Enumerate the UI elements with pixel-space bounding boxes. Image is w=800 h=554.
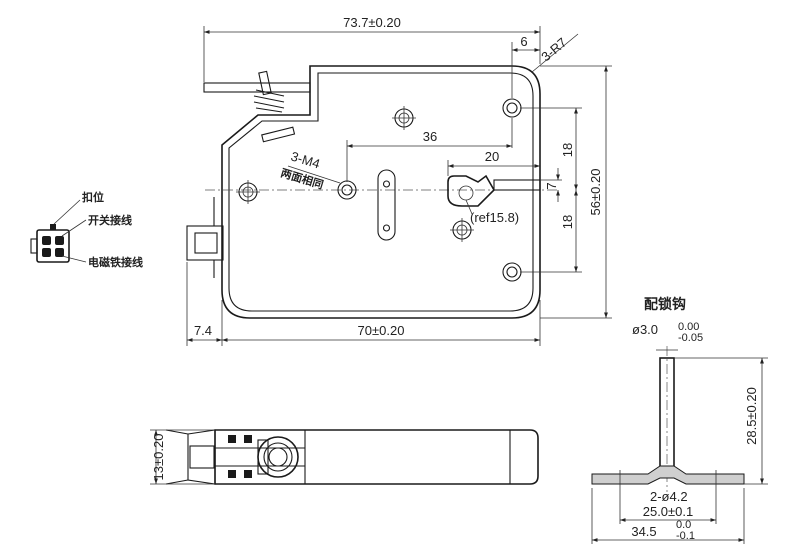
shaft-dia: ø3.0 [632, 322, 658, 337]
switch-wire-label: 开关接线 [88, 213, 132, 227]
hole-spacing: 25.0±0.1 [643, 504, 694, 519]
latch-hook [447, 174, 495, 207]
main-view: 73.7±0.20 6 3-R7 56±0.20 18 18 7 36 [186, 15, 612, 346]
both-sides-same-label: 两面相同 [279, 165, 325, 191]
dim-overall-width: 73.7±0.20 [343, 15, 401, 30]
side-view: 13±0.20 [150, 429, 539, 485]
lock-plate-outline [221, 65, 541, 319]
dim-radius: 3-R7 [538, 35, 569, 65]
dim-ref: (ref15.8) [470, 210, 519, 225]
screw-hole-center [450, 218, 474, 242]
shaft-tol-lower: -0.05 [678, 332, 703, 344]
pin-height: 28.5±0.20 [744, 387, 759, 445]
latch-bolt [493, 179, 541, 191]
dim-hole-spacing-36: 36 [423, 129, 437, 144]
dim-pin-offset-20: 20 [485, 149, 499, 164]
dim-vertical-18-top: 18 [560, 143, 575, 157]
spring-rod [258, 70, 272, 96]
base-tol-lower: -0.1 [676, 530, 695, 542]
holes-callout: 2-ø4.2 [650, 489, 688, 504]
plate-inner-line [228, 72, 534, 312]
dim-vertical-7: 7 [544, 182, 559, 189]
m4-hole-bottom-right [502, 262, 522, 282]
connector-detail: 扣位 开关接线 电磁铁接线 [30, 190, 143, 269]
dim-tab-7-4: 7.4 [194, 323, 212, 338]
shaft-tol-upper: 0.00 [678, 321, 699, 333]
dim-overall-height: 56±0.20 [588, 169, 603, 216]
m4-hole-top-right [502, 98, 522, 118]
pin-view: 配锁钩 ø3.0 0.00 -0.05 28.5±0.20 2-ø4.2 25.… [591, 296, 768, 544]
connector-inner [194, 232, 218, 254]
dim-vertical-18-bottom: 18 [560, 215, 575, 229]
dim-thickness: 13±0.20 [151, 434, 166, 481]
oblong-slot [377, 169, 396, 241]
coil-wire-label: 电磁铁接线 [88, 255, 143, 269]
pin-view-title: 配锁钩 [644, 296, 686, 312]
guide-rod [203, 82, 311, 93]
screw-hole-top [392, 106, 416, 130]
top-slot [261, 126, 296, 143]
side-body-outline [214, 429, 539, 485]
latch-label: 扣位 [82, 190, 104, 204]
screw-hole-left [236, 180, 260, 204]
pin-base [591, 465, 745, 485]
base-width: 34.5 [631, 524, 656, 539]
connector-housing [186, 225, 224, 261]
base-tol-upper: 0.0 [676, 519, 691, 531]
dim-offset-6: 6 [520, 34, 527, 49]
dim-body-width: 70±0.20 [358, 323, 405, 338]
